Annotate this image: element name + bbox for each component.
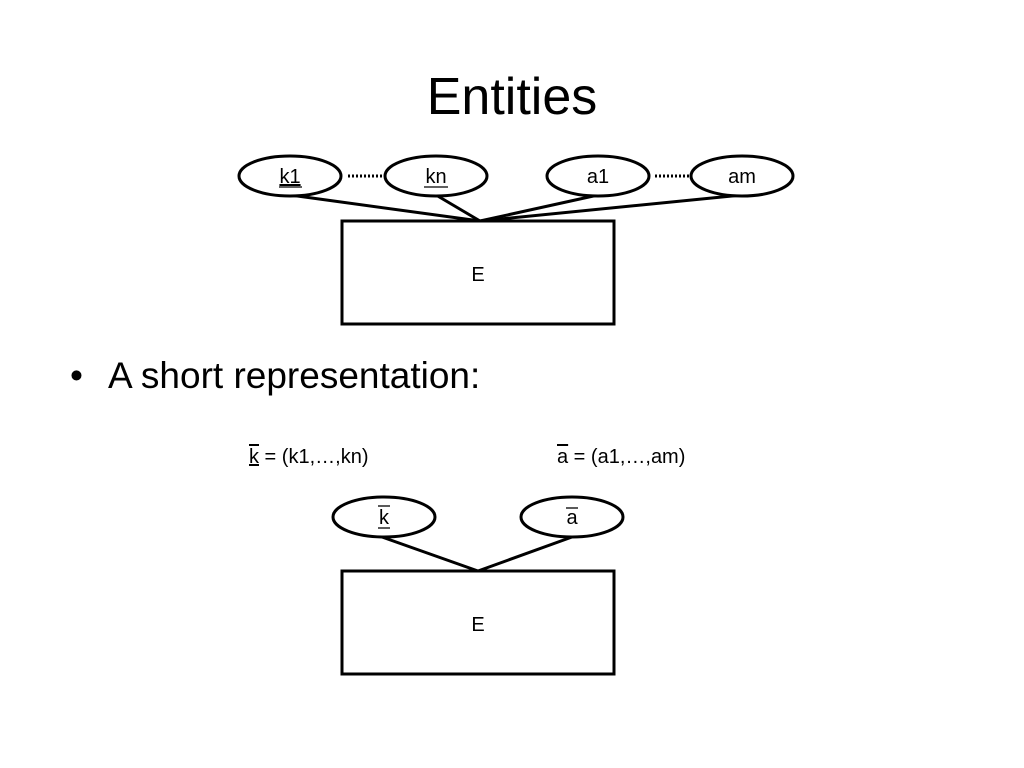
connector-line bbox=[479, 193, 599, 223]
attribute-label: a1 bbox=[587, 166, 609, 188]
bullet-point: • A short representation: bbox=[70, 352, 480, 400]
attribute-a1: a1 bbox=[545, 154, 651, 198]
attribute-label: a bbox=[566, 507, 578, 529]
bullet-text: A short representation: bbox=[108, 355, 481, 396]
entity-label: E bbox=[471, 264, 484, 286]
attribute-label: k1 bbox=[279, 166, 300, 188]
a-bar-symbol: a bbox=[557, 446, 569, 468]
attribute-label: k bbox=[379, 507, 390, 529]
attribute-kn: kn bbox=[383, 154, 489, 198]
k-bar-symbol: k bbox=[249, 446, 259, 468]
a-definition: = (a1,…,am) bbox=[568, 446, 686, 468]
full-diagram: k1 kn a1 am E bbox=[237, 154, 795, 326]
connector-line bbox=[477, 535, 573, 573]
attribute-label: am bbox=[728, 166, 756, 188]
definition-a: a = (a1,…,am) bbox=[557, 443, 685, 471]
connector-line bbox=[479, 193, 743, 223]
attribute-am: am bbox=[689, 154, 795, 198]
attribute-label: kn bbox=[425, 166, 446, 188]
k-definition: = (k1,…,kn) bbox=[259, 446, 369, 468]
entity-e: E bbox=[340, 219, 616, 326]
entity-label: E bbox=[471, 614, 484, 636]
bullet-symbol: • bbox=[70, 355, 83, 396]
slide-title: Entities bbox=[426, 68, 598, 126]
short-diagram: k a E bbox=[331, 495, 625, 676]
entity-e-short: E bbox=[340, 569, 616, 676]
definition-k: k = (k1,…,kn) bbox=[249, 443, 368, 471]
connector-line bbox=[435, 193, 481, 223]
attribute-k-bar: k bbox=[331, 495, 437, 539]
attribute-k1: k1 bbox=[237, 154, 343, 198]
attribute-a-bar: a bbox=[519, 495, 625, 539]
connector-line bbox=[381, 535, 479, 573]
connector-line bbox=[289, 193, 481, 223]
